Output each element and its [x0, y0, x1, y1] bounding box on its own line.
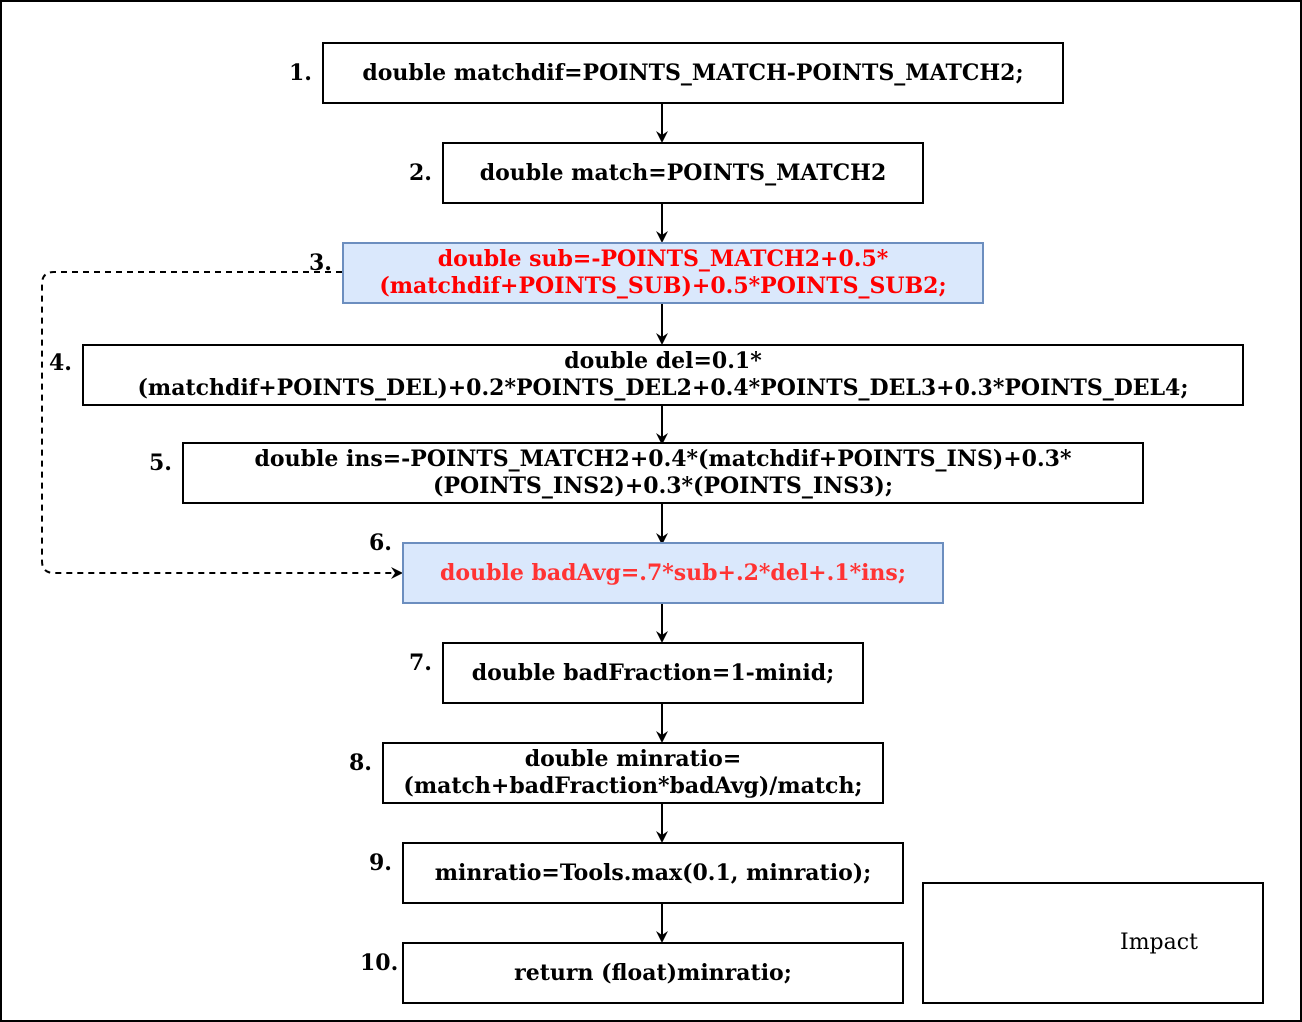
node-3-text-line-1: double sub=-POINTS_MATCH2+0.5*: [437, 246, 889, 272]
node-5-text-line-1: double ins=-POINTS_MATCH2+0.4*(matchdif+…: [254, 446, 1072, 472]
node-6-text: double badAvg=.7*sub+.2*del+.1*ins;: [440, 559, 906, 586]
node-10: return (float)minratio;: [402, 942, 904, 1004]
node-4-text-line-1: double del=0.1*: [564, 348, 762, 374]
node-2-text: double match=POINTS_MATCH2: [479, 159, 887, 186]
node-6-number: 6.: [369, 530, 392, 556]
node-2-number: 2.: [409, 160, 432, 186]
legend: Impact: [922, 882, 1264, 1004]
node-1-text: double matchdif=POINTS_MATCH-POINTS_MATC…: [362, 59, 1024, 86]
node-2: double match=POINTS_MATCH2: [442, 142, 924, 204]
node-5-text-line-2: (POINTS_INS2)+0.3*(POINTS_INS3);: [433, 473, 893, 499]
node-7: double badFraction=1-minid;: [442, 642, 864, 704]
node-4: double del=0.1* (matchdif+POINTS_DEL)+0.…: [82, 344, 1244, 406]
node-5: double ins=-POINTS_MATCH2+0.4*(matchdif+…: [182, 442, 1144, 504]
node-6: double badAvg=.7*sub+.2*del+.1*ins;: [402, 542, 944, 604]
node-3-number: 3.: [309, 250, 332, 276]
node-3: double sub=-POINTS_MATCH2+0.5* (matchdif…: [342, 242, 984, 304]
node-9-text: minratio=Tools.max(0.1, minratio);: [434, 859, 872, 886]
node-7-number: 7.: [409, 650, 432, 676]
node-8-number: 8.: [349, 750, 372, 776]
node-4-number: 4.: [49, 350, 72, 376]
node-8: double minratio= (match+badFraction*badA…: [382, 742, 884, 804]
node-5-number: 5.: [149, 450, 172, 476]
legend-label: Impact: [1120, 930, 1198, 955]
node-8-text-line-2: (match+badFraction*badAvg)/match;: [403, 773, 863, 799]
node-1-number: 1.: [289, 60, 312, 86]
node-7-text: double badFraction=1-minid;: [471, 659, 835, 686]
node-8-text-line-1: double minratio=: [524, 746, 742, 772]
node-1: double matchdif=POINTS_MATCH-POINTS_MATC…: [322, 42, 1064, 104]
node-10-text: return (float)minratio;: [514, 959, 792, 986]
node-3-text-line-2: (matchdif+POINTS_SUB)+0.5*POINTS_SUB2;: [379, 273, 947, 299]
node-9-number: 9.: [369, 850, 392, 876]
node-4-text-line-2: (matchdif+POINTS_DEL)+0.2*POINTS_DEL2+0.…: [137, 375, 1189, 401]
edge-n3-n6-impact: [41, 271, 403, 579]
node-9: minratio=Tools.max(0.1, minratio);: [402, 842, 904, 904]
node-10-number: 10.: [360, 950, 399, 976]
